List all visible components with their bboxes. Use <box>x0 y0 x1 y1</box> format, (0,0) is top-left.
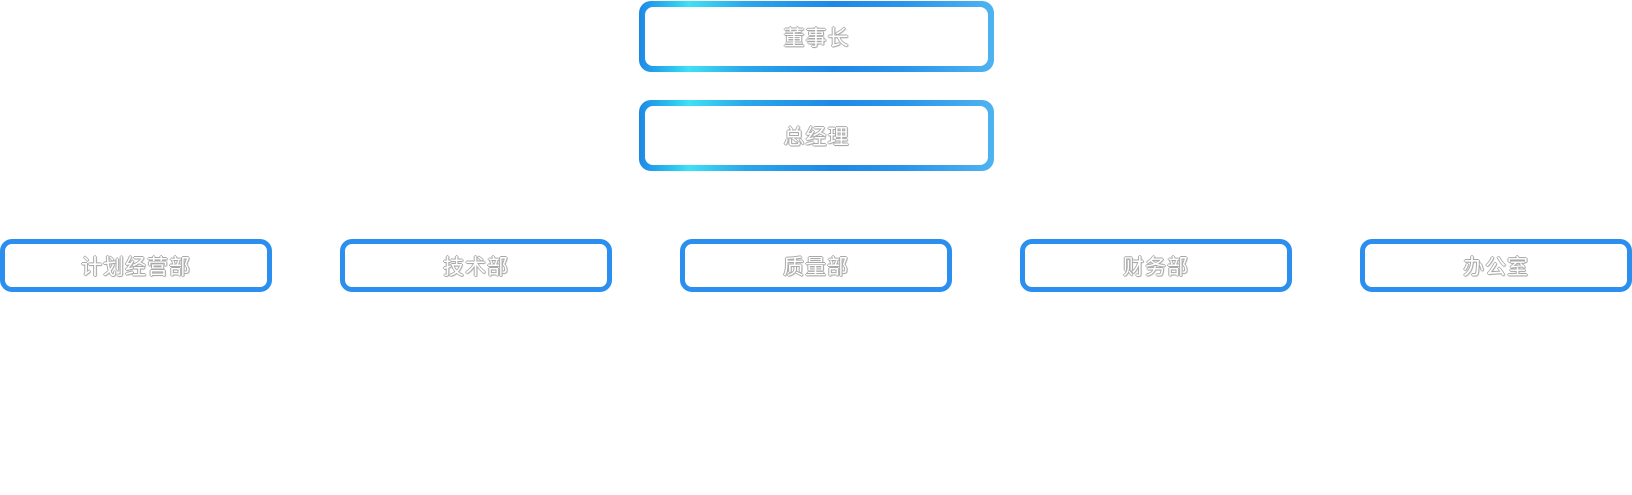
department-label: 质量部 <box>783 254 849 279</box>
department-box-office: 办公室 <box>1360 239 1632 292</box>
department-box-planning: 计划经营部 <box>0 239 272 292</box>
chairman-box: 董事长 <box>639 1 994 72</box>
department-box-technology: 技术部 <box>340 239 612 292</box>
general-manager-box-inner: 总经理 <box>645 106 988 165</box>
chairman-label: 董事长 <box>783 25 850 50</box>
department-label: 技术部 <box>443 254 509 279</box>
department-box-finance: 财务部 <box>1020 239 1292 292</box>
chairman-box-inner: 董事长 <box>645 7 988 66</box>
department-label: 办公室 <box>1463 254 1529 279</box>
general-manager-box: 总经理 <box>639 100 994 171</box>
department-label: 计划经营部 <box>81 254 191 279</box>
department-label: 财务部 <box>1123 254 1189 279</box>
department-box-quality: 质量部 <box>680 239 952 292</box>
general-manager-label: 总经理 <box>783 124 850 149</box>
